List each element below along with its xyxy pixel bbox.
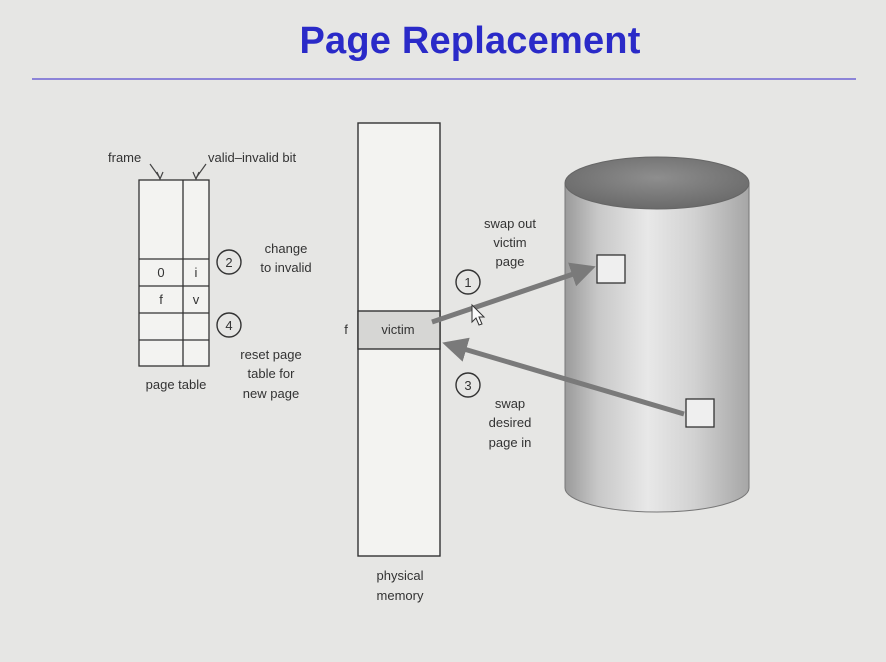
disk-page-out — [596, 254, 626, 284]
step-3-number: 3 — [464, 378, 471, 393]
disk-page-in — [685, 398, 715, 428]
mouse-cursor-icon — [471, 303, 486, 326]
step-4-text: new page — [243, 386, 299, 401]
step-1-text: swap out — [484, 216, 536, 231]
step-1: 1 swap out victim page — [455, 216, 536, 295]
step-2: 2 change to invalid — [216, 241, 312, 275]
page-table-row-frame: 0 — [157, 265, 164, 280]
victim-frame — [357, 310, 441, 350]
step-4: 4 reset page table for new page — [216, 312, 302, 401]
physical-memory: victim f physical memory — [344, 122, 441, 603]
step-1-number: 1 — [464, 275, 471, 290]
step-2-circle — [216, 249, 242, 275]
step-3-circle — [455, 372, 481, 398]
page-table-row-bit: i — [195, 265, 198, 280]
disk-cylinder — [564, 156, 750, 513]
slide-title: Page Replacement — [299, 20, 641, 62]
step-4-text: table for — [248, 366, 296, 381]
step-1-text: victim — [493, 235, 526, 250]
step-2-text: change — [265, 241, 308, 256]
step-2-text: to invalid — [260, 260, 311, 275]
swap-arrows — [431, 262, 685, 417]
page-table-row-bit: v — [193, 292, 200, 307]
step-4-number: 4 — [225, 318, 232, 333]
frame-f-label: f — [344, 322, 348, 337]
title-rule — [32, 78, 856, 80]
step-3-text: desired — [489, 415, 532, 430]
page-table-row-frame: f — [159, 292, 163, 307]
step-1-text: page — [496, 254, 525, 269]
step-3-text: page in — [489, 435, 532, 450]
physical-memory-caption: physical — [377, 568, 424, 583]
step-1-circle — [455, 269, 481, 295]
page-table: frame valid–invalid bit 0 i f v page tab… — [108, 150, 297, 392]
step-4-circle — [216, 312, 242, 338]
valid-bit-label: valid–invalid bit — [208, 150, 297, 165]
step-4-text: reset page — [240, 347, 301, 362]
swap-in-arrow — [442, 337, 685, 417]
step-3: 3 swap desired page in — [455, 372, 532, 450]
frame-label: frame — [108, 150, 141, 165]
page-table-caption: page table — [146, 377, 207, 392]
step-2-number: 2 — [225, 255, 232, 270]
physical-memory-caption: memory — [377, 588, 424, 603]
victim-label: victim — [381, 322, 414, 337]
swap-out-arrow — [431, 262, 596, 325]
step-3-text: swap — [495, 396, 525, 411]
